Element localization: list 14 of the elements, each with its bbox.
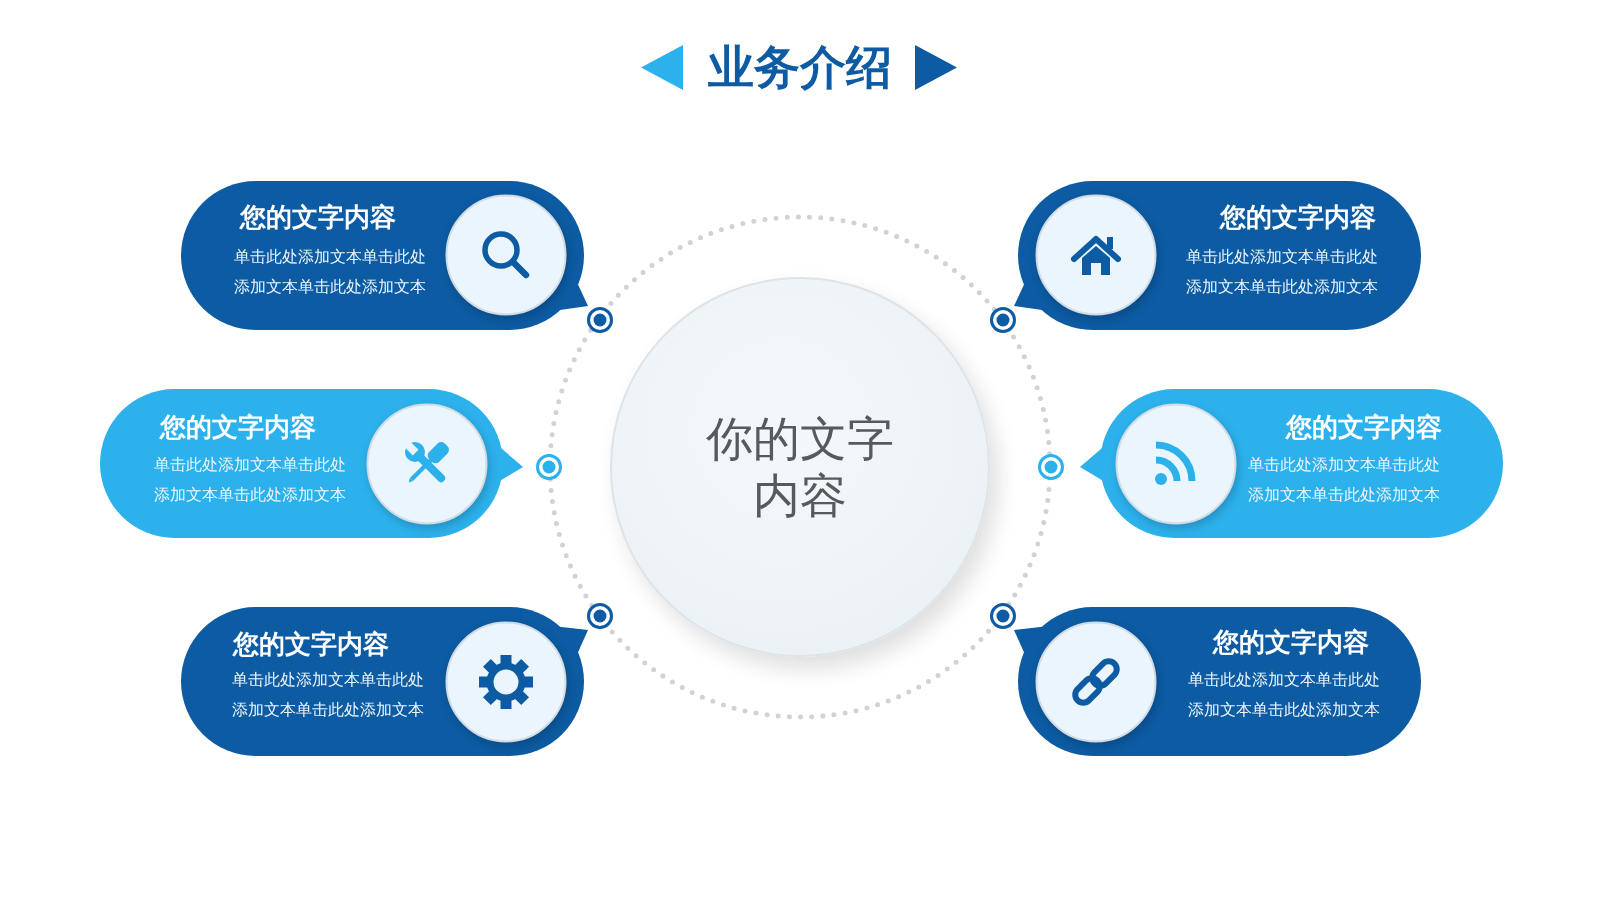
card-body-text: 单击此处添加文本单击此处添加文本单击此处添加文本 — [234, 246, 427, 298]
card-body-text: 单击此处添加文本单击此处添加文本单击此处添加文本 — [154, 454, 347, 506]
card-heading: 您的文字内容 — [240, 201, 396, 234]
title: 业务介绍 — [708, 39, 892, 95]
card-body-text: 单击此处添加文本单击此处添加文本单击此处添加文本 — [1187, 669, 1380, 721]
card-heading: 您的文字内容 — [1213, 626, 1369, 659]
card-body-text: 单击此处添加文本单击此处添加文本单击此处添加文本 — [1185, 246, 1378, 298]
card-body-text: 单击此处添加文本单击此处添加文本单击此处添加文本 — [232, 669, 425, 721]
card-heading: 您的文字内容 — [160, 411, 316, 444]
card-heading: 您的文字内容 — [233, 628, 389, 661]
card-heading: 您的文字内容 — [1220, 201, 1376, 234]
card-body-text: 单击此处添加文本单击此处添加文本单击此处添加文本 — [1247, 454, 1440, 506]
card-heading: 您的文字内容 — [1286, 411, 1442, 444]
center-text: 你的文字内容 — [705, 410, 895, 524]
